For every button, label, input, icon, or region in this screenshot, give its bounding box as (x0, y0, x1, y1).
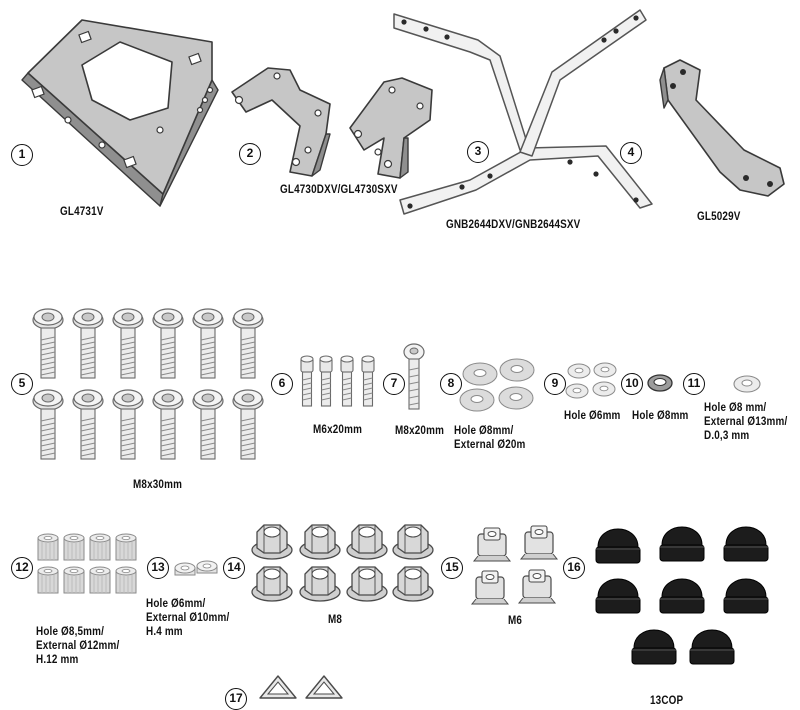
x-frame-drawing (393, 9, 653, 215)
part-number-1: 1 (11, 144, 33, 166)
part-label-14: M8 (328, 614, 343, 626)
spacers-12mm-drawing (37, 533, 137, 594)
spring-washer-drawing (647, 374, 673, 392)
nuts-m8-drawing (251, 524, 434, 602)
side-brackets-drawing (231, 67, 433, 179)
part-label-9: Hole Ø6mm (564, 410, 621, 422)
part-number-4: 4 (620, 142, 642, 164)
part-label-4: GL5029V (697, 211, 741, 223)
part-number-12: 12 (11, 557, 33, 579)
part-label-12: Hole Ø8,5mm/ External Ø12mm/ H.12 mm (36, 626, 120, 666)
part-label-13: Hole Ø6mm/ External Ø10mm/ H.4 mm (146, 598, 230, 638)
part-number-10: 10 (621, 373, 643, 395)
part-label-16: 13COP (650, 695, 684, 707)
spacers-4mm-drawing (174, 560, 218, 576)
part-number-5: 5 (11, 373, 33, 395)
part-number-6: 6 (271, 373, 293, 395)
part-number-11: 11 (683, 373, 705, 395)
bolts-m8x30-drawing (32, 308, 264, 460)
caps-13cop-drawing (595, 526, 769, 665)
part-label-11: Hole Ø8 mm/ External Ø13mm/ D.0,3 mm (704, 402, 788, 442)
part-number-16: 16 (563, 557, 585, 579)
rubber-pads-drawing (259, 675, 343, 699)
part-label-1: GL4731V (60, 206, 104, 218)
part-number-15: 15 (441, 557, 463, 579)
part-number-9: 9 (544, 373, 566, 395)
bolts-m6x20-drawing (300, 355, 375, 407)
washer-13mm-drawing (733, 375, 761, 393)
part-number-7: 7 (383, 373, 405, 395)
top-plate-drawing (21, 19, 219, 207)
part-number-13: 13 (147, 557, 169, 579)
part-number-8: 8 (440, 373, 462, 395)
washers-6mm-drawing (565, 362, 617, 399)
part-label-2: GL4730DXV/GL4730SXV (280, 184, 398, 196)
washers-20mm-drawing (459, 358, 535, 412)
cage-nuts-m6-drawing (471, 525, 558, 605)
part-label-10: Hole Ø8mm (632, 410, 689, 422)
part-number-2: 2 (239, 143, 261, 165)
part-label-8: Hole Ø8mm/ External Ø20m (454, 425, 526, 451)
arm-bracket-drawing (659, 59, 785, 197)
bolt-m8x20-drawing (403, 343, 425, 410)
part-number-14: 14 (223, 557, 245, 579)
part-label-7: M8x20mm (395, 425, 445, 437)
part-label-6: M6x20mm (313, 424, 363, 436)
part-label-15: M6 (508, 615, 523, 627)
part-number-3: 3 (467, 141, 489, 163)
part-number-17: 17 (225, 688, 247, 710)
part-label-3: GNB2644DXV/GNB2644SXV (446, 219, 581, 231)
part-label-5: M8x30mm (133, 479, 183, 491)
